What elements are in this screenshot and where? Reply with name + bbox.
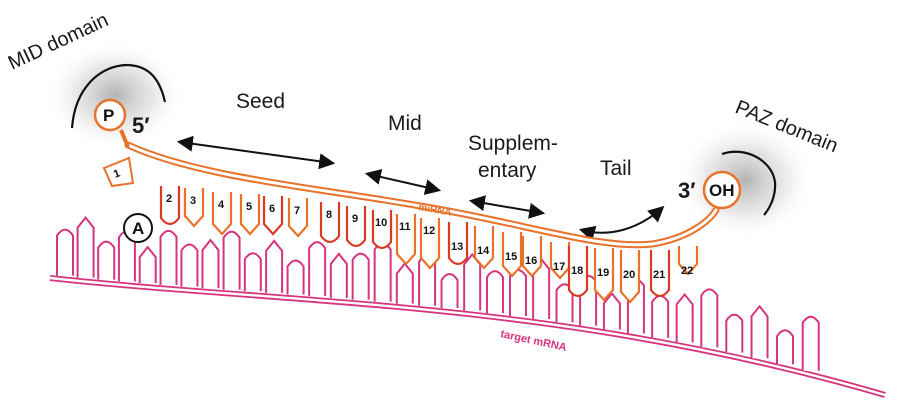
adenine-label: A [132, 219, 144, 238]
seed-arrow [180, 142, 332, 163]
phosphate-label: P [103, 106, 114, 125]
target-base-12 [288, 260, 304, 294]
position-label-18: 18 [571, 265, 583, 277]
position-label-21: 21 [653, 269, 665, 281]
position-label-19: 19 [597, 267, 609, 279]
position-label-13: 13 [451, 241, 463, 253]
target-base-1 [57, 230, 73, 276]
five-prime-label: 5′ [132, 113, 150, 138]
target-base-31 [726, 315, 742, 353]
nucleotide-3 [185, 188, 203, 226]
target-base-10 [245, 253, 261, 291]
target-base-28 [652, 296, 668, 338]
supplementary-label-line1: Supplem- [468, 132, 558, 155]
target-base-20 [464, 255, 480, 311]
target-base-14 [331, 254, 347, 298]
supplementary-arrow [472, 201, 542, 213]
target-base-21 [487, 271, 503, 313]
target-base-5 [140, 247, 156, 283]
position-label-15: 15 [505, 251, 517, 263]
tail-label: Tail [600, 157, 632, 180]
supplementary-label-line2: entary [478, 159, 537, 182]
target-base-11 [266, 241, 282, 293]
position-label-10: 10 [375, 217, 387, 229]
target-base-29 [677, 294, 693, 342]
target-base-33 [777, 330, 793, 364]
seed-label: Seed [236, 90, 285, 113]
mid-arrow [368, 174, 438, 190]
position-label-7: 7 [294, 205, 300, 217]
target-base-8 [202, 240, 218, 288]
target-mrna-label: target mRNA [499, 328, 567, 354]
hydroxyl-label: OH [709, 181, 735, 200]
target-base-19 [442, 274, 458, 308]
nucleotide-10 [373, 210, 391, 248]
position-label-22: 22 [681, 265, 693, 277]
position-label-5: 5 [246, 201, 252, 213]
three-prime-label: 3′ [678, 178, 696, 203]
target-base-2 [78, 218, 94, 278]
position-label-17: 17 [553, 261, 565, 273]
position-label-2: 2 [166, 193, 172, 205]
nucleotide-9 [347, 206, 365, 246]
target-base-9 [224, 232, 240, 290]
target-base-13 [309, 242, 325, 296]
position-label-14: 14 [477, 245, 490, 257]
target-base-15 [353, 254, 369, 300]
target-base-7 [181, 244, 197, 286]
target-base-17 [397, 264, 413, 304]
target-base-3 [98, 242, 114, 280]
position-label-11: 11 [399, 221, 411, 233]
target-base-32 [752, 306, 768, 358]
position-label-9: 9 [352, 213, 358, 225]
nucleotide-7 [289, 198, 307, 236]
position-label-12: 12 [423, 225, 435, 237]
target-base-16 [375, 244, 391, 302]
target-base-30 [701, 289, 717, 347]
position-label-20: 20 [623, 269, 635, 281]
position-label-6: 6 [269, 203, 275, 215]
position-label-4: 4 [218, 199, 225, 211]
target-base-6 [161, 231, 177, 285]
nucleotide-6 [264, 196, 282, 234]
position-label-16: 16 [525, 255, 537, 267]
mid-region-label: Mid [388, 112, 422, 135]
nucleotide-5 [241, 194, 259, 234]
tail-arrow [582, 208, 662, 233]
mirna-label: miRNA [417, 202, 452, 219]
target-base-34 [803, 317, 819, 371]
position-label-3: 3 [190, 195, 196, 207]
nucleotide-2 [161, 186, 179, 224]
position-label-8: 8 [326, 209, 332, 221]
nucleotide-8 [321, 202, 339, 242]
